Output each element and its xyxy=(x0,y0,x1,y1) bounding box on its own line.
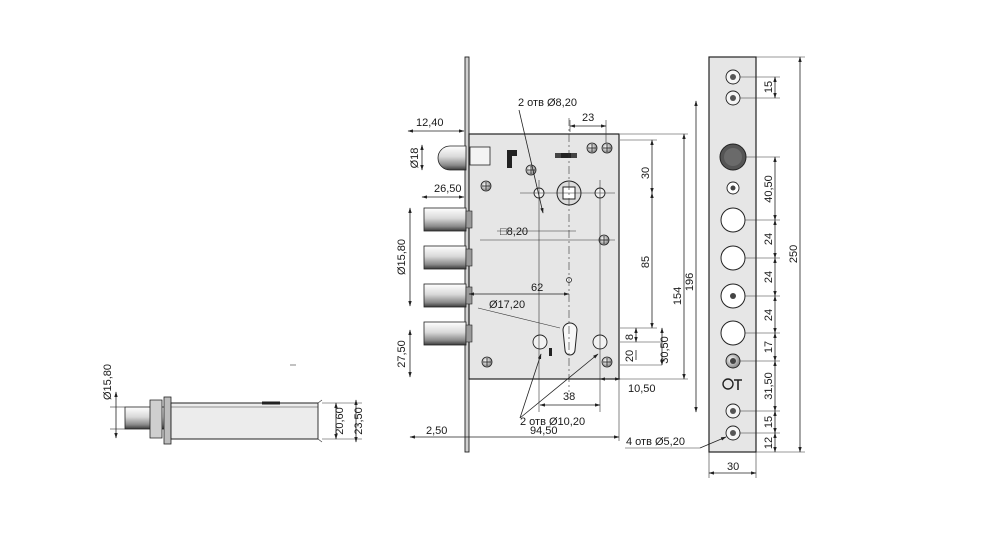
side-height-23-50-label: 23,50 xyxy=(353,407,365,435)
dim-holes-5-20: 4 отв Ø5,20 xyxy=(626,436,685,448)
dim-62: 62 xyxy=(531,282,543,294)
dim-24-a: 24 xyxy=(763,233,775,245)
dead-bolt xyxy=(423,207,467,232)
faceplate-bolt-hole xyxy=(720,207,746,233)
dim-38: 38 xyxy=(563,391,575,403)
front-view-labels: 12,40 Ø18 26,50 Ø15,80 27,50 2 отв Ø8,20… xyxy=(396,97,696,437)
dim-15-top: 15 xyxy=(763,81,775,93)
dim-31-50: 31,50 xyxy=(763,372,775,400)
dim-94-50: 94,50 xyxy=(530,425,558,437)
faceplate-bolt-hole xyxy=(720,245,746,271)
dead-bolt xyxy=(423,283,467,308)
dim-30: 30 xyxy=(640,167,652,179)
dim-196: 196 xyxy=(684,273,696,291)
faceplate-view xyxy=(625,56,805,478)
faceplate-bolt-hole xyxy=(720,320,746,346)
dim-250: 250 xyxy=(788,245,800,263)
hole-10-20 xyxy=(532,334,548,350)
dim-23: 23 xyxy=(582,112,594,124)
dim-d17-20: Ø17,20 xyxy=(489,299,525,311)
latch-bolt xyxy=(437,145,467,171)
dim-12: 12 xyxy=(763,437,775,449)
dim-10-50: 10,50 xyxy=(628,383,656,395)
dim-d18: Ø18 xyxy=(409,148,421,169)
dim-85: 85 xyxy=(640,256,652,268)
dim-15-bottom: 15 xyxy=(763,416,775,428)
dim-holes-10-20: 2 отв Ø10,20 xyxy=(520,416,585,428)
dim-24-b: 24 xyxy=(763,271,775,283)
side-case xyxy=(170,402,319,440)
dim-8: 8 xyxy=(624,334,636,340)
dim-26-50: 26,50 xyxy=(434,183,462,195)
dim-30-50: 30,50 xyxy=(659,336,671,364)
dim-square-8-20: □8,20 xyxy=(500,226,528,238)
dim-24-c: 24 xyxy=(763,309,775,321)
side-faceplate xyxy=(163,396,172,445)
dead-bolt xyxy=(423,321,467,346)
screws xyxy=(480,142,613,368)
side-view: Ø15,80 20,60 23,50 xyxy=(102,364,365,445)
dim-holes-8-20: 2 отв Ø8,20 xyxy=(518,97,577,109)
dim-27-50: 27,50 xyxy=(396,340,408,368)
side-height-20-60-label: 20,60 xyxy=(334,407,346,435)
dim-d15-80: Ø15,80 xyxy=(396,239,408,275)
front-view xyxy=(407,56,698,453)
dim-12-40: 12,40 xyxy=(416,117,444,129)
dim-17: 17 xyxy=(763,341,775,353)
dead-bolt xyxy=(423,245,467,270)
dim-30-width: 30 xyxy=(727,461,739,473)
faceplate-labels: 15 40,50 24 24 24 17 31,50 15 12 250 30 … xyxy=(626,81,800,473)
dim-154: 154 xyxy=(672,287,684,305)
dim-40-50: 40,50 xyxy=(763,175,775,203)
dim-20: 20 xyxy=(624,350,636,362)
cylinder-cutout xyxy=(562,322,578,356)
dead-bolts xyxy=(423,207,473,346)
side-bolt-diameter-label: Ø15,80 xyxy=(102,364,114,400)
brand-logo-icon xyxy=(722,378,742,390)
dim-2-50: 2,50 xyxy=(426,425,447,437)
